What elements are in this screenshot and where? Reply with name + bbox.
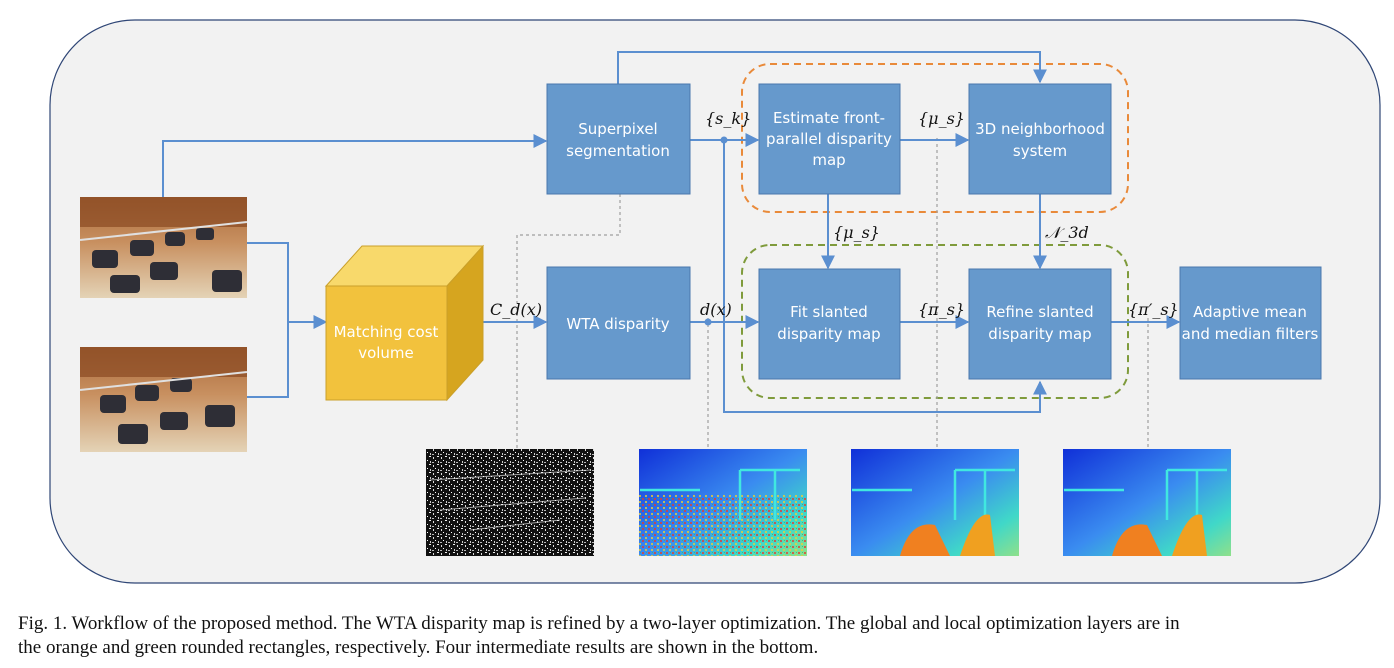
svg-text:WTA disparity: WTA disparity	[566, 315, 669, 333]
matching-cost-cube: Matching cost volume	[324, 244, 485, 402]
wta-disparity-box: WTA disparity	[546, 266, 691, 380]
cost-texture-result	[426, 449, 594, 556]
label-n3d: 𝒩_3d	[1045, 223, 1089, 242]
stereo-right-image	[79, 347, 248, 452]
matching-label-2: volume	[358, 344, 414, 362]
label-pi: {π_s}	[918, 300, 965, 319]
wta-disparity-result	[639, 449, 807, 556]
label-mu-top: {μ_s}	[918, 109, 965, 128]
matching-label-1: Matching cost	[334, 323, 439, 341]
label-mu-mid: {μ_s}	[833, 223, 880, 242]
global-optimization-group	[741, 63, 1129, 213]
caption-line-2: the orange and green rounded rectangles,…	[18, 637, 819, 658]
junction-dot	[704, 318, 712, 326]
label-dx: d(x)	[700, 300, 732, 319]
caption-line-1: Fig. 1. Workflow of the proposed method.…	[18, 613, 1180, 634]
stereo-left-image	[79, 197, 248, 298]
label-sk: {s_k}	[705, 109, 751, 128]
label-pi-prime: {π′_s}	[1128, 300, 1179, 319]
junction-dot	[720, 136, 728, 144]
label-cd: C_d(x)	[490, 300, 542, 319]
result-leaders	[516, 138, 1149, 448]
refined-disparity-result	[1063, 449, 1231, 556]
fit-disparity-result	[851, 449, 1019, 556]
figure-caption: Fig. 1. Workflow of the proposed method.…	[18, 612, 1390, 660]
